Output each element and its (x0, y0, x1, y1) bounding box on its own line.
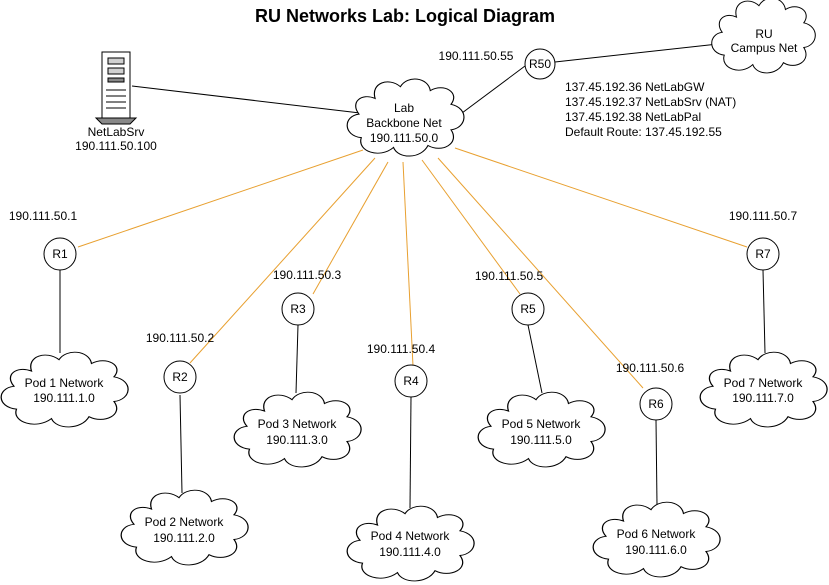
server-ip: 190.111.50.100 (75, 139, 157, 153)
pod-network-ip: 190.111.2.0 (153, 531, 215, 545)
pod-1[interactable]: 190.111.50.1 R1 Pod 1 Network 190.111.1.… (0, 209, 129, 428)
pod-3[interactable]: 190.111.50.3 R3 Pod 3 Network 190.111.3.… (233, 268, 362, 468)
router-label: R7 (755, 247, 771, 261)
backbone-line2: Backbone Net (366, 116, 442, 130)
pod-network-name: Pod 3 Network (258, 417, 338, 431)
netlab-server[interactable]: NetLabSrv 190.111.50.100 (75, 51, 157, 153)
pod-network-ip: 190.111.5.0 (510, 433, 572, 447)
pod-4[interactable]: 190.111.50.4 R4 Pod 4 Network 190.111.4.… (346, 342, 475, 582)
campus-network[interactable]: RU Campus Net (711, 0, 816, 74)
campus-info-line: 137.45.192.38 NetLabPal (565, 110, 701, 124)
server-tower-icon (94, 51, 138, 125)
campus-info: 137.45.192.36 NetLabGW 137.45.192.37 Net… (565, 80, 736, 139)
pod-network-ip: 190.111.3.0 (266, 433, 328, 447)
link-backbone-r6 (437, 157, 644, 389)
pod-cloud-icon (346, 505, 475, 582)
router-r50[interactable]: R50 190.111.50.55 (439, 48, 556, 80)
backbone-line1: Lab (394, 101, 414, 115)
router-label: R5 (520, 302, 536, 316)
campus-line1: RU (755, 27, 772, 41)
link-backbone-r2 (189, 157, 376, 364)
router-label: R6 (648, 397, 664, 411)
router-label: R3 (290, 302, 306, 316)
link-r2-pod2 (179, 394, 183, 494)
campus-line2: Campus Net (731, 41, 798, 55)
link-r3-pod3 (295, 324, 299, 394)
router-icon (511, 292, 545, 326)
link-r50-campus (554, 43, 719, 63)
pod-7[interactable]: 190.111.50.7 R7 Pod 7 Network 190.111.7.… (699, 209, 828, 428)
router-label: R1 (52, 247, 68, 261)
router-icon (639, 387, 673, 421)
backbone-network[interactable]: Lab Backbone Net 190.111.50.0 (346, 78, 465, 157)
router-icon (281, 292, 315, 326)
router-icon (746, 237, 780, 271)
pod-network-name: Pod 1 Network (25, 376, 105, 390)
link-r4-pod4 (409, 396, 412, 509)
link-r6-pod6 (655, 419, 658, 506)
pod-network-ip: 190.111.6.0 (625, 543, 687, 557)
router-r50-ip: 190.111.50.55 (439, 49, 514, 63)
links (59, 43, 766, 509)
router-icon (163, 360, 197, 394)
pod-network-name: Pod 6 Network (617, 527, 697, 541)
link-server-backbone (131, 85, 361, 114)
router-ip: 190.111.50.3 (273, 268, 342, 282)
router-r50-label: R50 (529, 57, 551, 71)
pod-2[interactable]: 190.111.50.2 R2 Pod 2 Network 190.111.2.… (120, 331, 249, 566)
router-label: R2 (172, 370, 188, 384)
link-backbone-r1 (77, 149, 364, 248)
pod-5[interactable]: 190.111.50.5 R5 Pod 5 Network 190.111.5.… (475, 269, 606, 468)
router-r50-icon (524, 48, 556, 80)
router-icon (394, 364, 428, 398)
link-backbone-r3 (312, 161, 389, 295)
pod-network-name: Pod 2 Network (145, 515, 225, 529)
pod-network-name: Pod 7 Network (724, 376, 804, 390)
diagram-title: RU Networks Lab: Logical Diagram (255, 6, 555, 26)
link-backbone-r50 (457, 65, 526, 117)
pod-6[interactable]: 190.111.50.6 R6 Pod 6 Network 190.111.6.… (592, 361, 721, 578)
router-ip: 190.111.50.2 (146, 331, 215, 345)
link-r7-pod7 (762, 269, 766, 354)
link-backbone-r7 (454, 147, 748, 248)
router-icon (43, 237, 77, 271)
backbone-ip: 190.111.50.0 (370, 131, 439, 145)
link-backbone-r4 (402, 161, 414, 367)
router-ip: 190.111.50.6 (616, 361, 685, 375)
router-ip: 190.111.50.5 (475, 269, 544, 283)
router-label: R4 (403, 374, 419, 388)
router-ip: 190.111.50.4 (367, 342, 436, 356)
pod-network-name: Pod 5 Network (502, 417, 582, 431)
link-backbone-r5 (421, 159, 521, 295)
campus-info-line: Default Route: 137.45.192.55 (565, 125, 722, 139)
router-ip: 190.111.50.7 (729, 209, 798, 223)
campus-info-line: 137.45.192.37 NetLabSrv (NAT) (565, 95, 736, 109)
router-ip: 190.111.50.1 (9, 209, 78, 223)
campus-info-line: 137.45.192.36 NetLabGW (565, 80, 705, 94)
server-name: NetLabSrv (88, 125, 145, 139)
link-r5-pod5 (527, 324, 543, 394)
pod-network-name: Pod 4 Network (371, 529, 451, 543)
pod-network-ip: 190.111.7.0 (732, 391, 794, 405)
pod-network-ip: 190.111.4.0 (379, 545, 441, 559)
pod-network-ip: 190.111.1.0 (33, 391, 95, 405)
